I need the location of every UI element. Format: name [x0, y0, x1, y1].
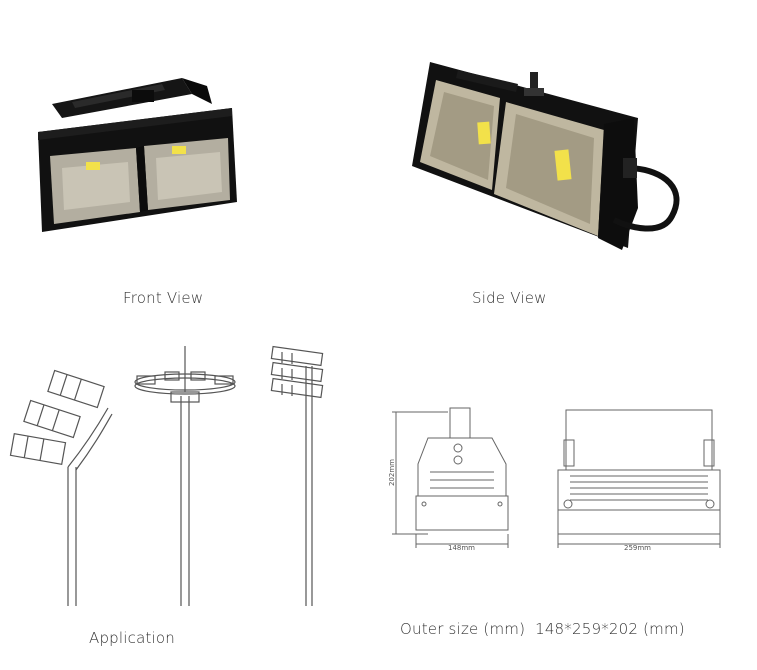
side-view-image	[412, 62, 680, 250]
dimension-drawing-side: 259mm	[557, 409, 721, 552]
front-view-caption: Front View	[123, 289, 204, 307]
application-stacked-pole-image	[270, 345, 324, 606]
front-view-image	[38, 78, 237, 232]
front-width-dimension-label: 148mm	[448, 544, 475, 552]
side-width-dimension-label: 259mm	[624, 544, 651, 552]
side-view-caption: Side View	[472, 289, 547, 307]
height-dimension-label: 202mm	[388, 459, 396, 486]
dimension-drawing-front: 202mm 148mm	[388, 407, 509, 552]
application-caption: Application	[89, 629, 176, 647]
outer-size-caption: Outer size (mm) 148*259*202 (mm)	[400, 620, 685, 638]
application-high-mast-image	[134, 346, 236, 606]
application-pole-arm-image	[9, 369, 113, 606]
